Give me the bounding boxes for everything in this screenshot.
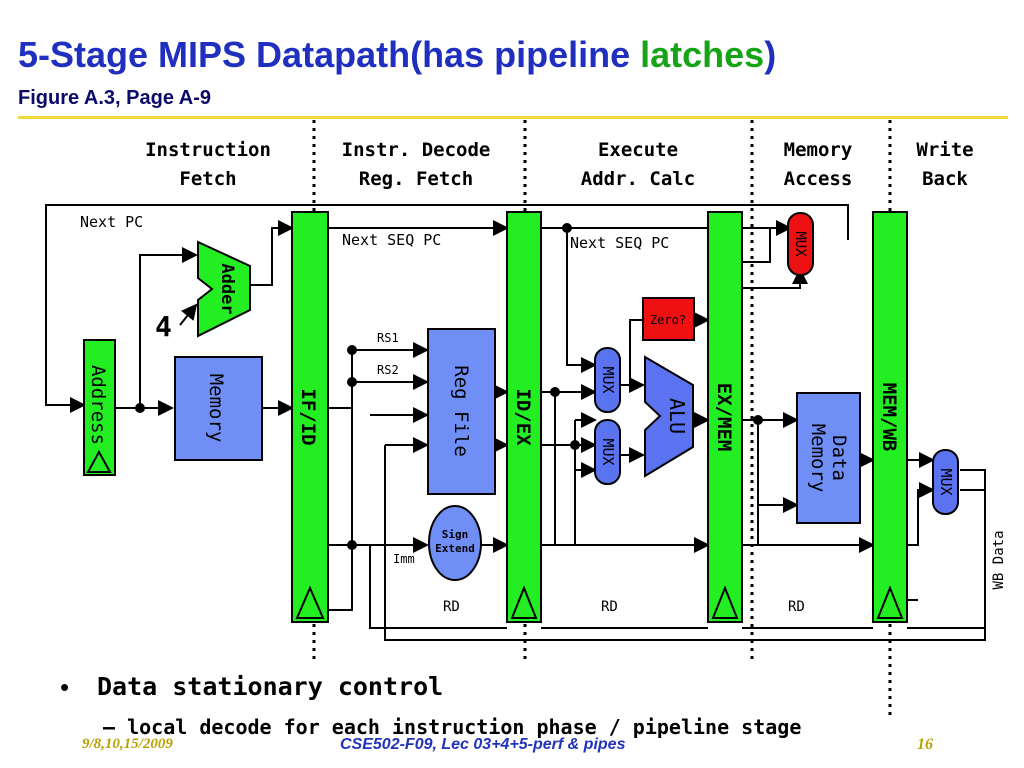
- label-next-seq-pc-2: Next SEQ PC: [570, 234, 669, 252]
- pc-mux-label: MUX: [792, 231, 808, 257]
- alu-mux-upper-label: MUX: [599, 366, 617, 393]
- stage-execute-line2: Addr. Calc: [581, 168, 695, 190]
- slide-title: 5-Stage MIPS Datapath(has pipeline latch…: [18, 34, 776, 76]
- adder: Adder: [197, 240, 251, 338]
- label-rd-3: RD: [788, 599, 805, 615]
- address-label: Address: [87, 365, 109, 445]
- stage-memory-line2: Access: [784, 168, 853, 190]
- wires: [45, 204, 986, 641]
- latch-ex-mem-label: EX/MEM: [713, 383, 735, 452]
- stage-fetch-line1: Instruction: [145, 139, 271, 161]
- label-rd-1: RD: [443, 599, 460, 615]
- writeback-mux-label: MUX: [937, 468, 955, 495]
- stage-decode-line2: Reg. Fetch: [359, 168, 473, 190]
- stage-execute-line1: Execute: [598, 139, 678, 161]
- pc-mux: MUX: [787, 212, 814, 276]
- wire-labels: Next PC Next SEQ PC Next SEQ PC RS1 RS2 …: [80, 213, 1007, 615]
- writeback-mux: MUX: [932, 449, 959, 515]
- latch-if-id: IF/ID: [291, 211, 329, 623]
- latch-if-id-label: IF/ID: [297, 388, 319, 445]
- label-imm: Imm: [393, 552, 415, 566]
- bullet-main: Data stationary control: [97, 672, 444, 701]
- stage-writeback-line2: Back: [922, 168, 968, 190]
- stage-memory-line1: Memory: [784, 139, 853, 161]
- data-memory-line2: Memory: [807, 424, 829, 493]
- latch-mem-wb: MEM/WB: [872, 211, 908, 623]
- label-rs2: RS2: [377, 363, 399, 377]
- footer-date: 9/8,10,15/2009: [82, 736, 173, 752]
- sign-extend-line2: Extend: [435, 542, 475, 555]
- label-next-pc: Next PC: [80, 213, 143, 231]
- bullet-sub: – local decode for each instruction phas…: [103, 715, 802, 739]
- label-wb-data: WB Data: [991, 530, 1007, 589]
- sign-extend-line1: Sign: [442, 528, 469, 541]
- constant-four: 4: [155, 310, 172, 343]
- slide-subtitle: Figure A.3, Page A-9: [18, 87, 212, 109]
- label-rd-2: RD: [601, 599, 618, 615]
- latch-mem-wb-label: MEM/WB: [878, 383, 900, 452]
- stage-writeback-line1: Write: [916, 139, 973, 161]
- instruction-memory: Memory: [174, 356, 263, 461]
- register-file-label: Reg File: [450, 365, 472, 457]
- data-memory: Data Memory: [796, 392, 861, 524]
- label-next-seq-pc-1: Next SEQ PC: [342, 231, 441, 249]
- zero-test: Zero?: [642, 297, 695, 341]
- footer-page-number: 16: [917, 736, 933, 753]
- address-block: Address: [83, 339, 116, 476]
- alu: ALU: [644, 355, 694, 478]
- alu-mux-lower: MUX: [594, 419, 621, 485]
- label-rs1: RS1: [377, 331, 399, 345]
- title-close: ): [764, 34, 777, 75]
- latch-ex-mem: EX/MEM: [707, 211, 743, 623]
- stage-decode-line1: Instr. Decode: [342, 139, 491, 161]
- alu-mux-lower-label: MUX: [599, 438, 617, 465]
- title-rule: [18, 116, 1008, 119]
- junction-dots: [135, 223, 763, 550]
- alu-mux-upper: MUX: [594, 347, 621, 413]
- register-file: Reg File: [427, 328, 496, 495]
- stage-headers: Instruction Fetch Instr. Decode Reg. Fet…: [145, 139, 974, 190]
- footer-course: CSE502-F09, Lec 03+4+5-perf & pipes: [340, 736, 626, 753]
- instruction-memory-label: Memory: [205, 374, 227, 443]
- data-memory-line1: Data: [828, 435, 850, 481]
- title-accent: latches: [640, 34, 765, 75]
- stage-fetch-line2: Fetch: [179, 168, 236, 190]
- latch-id-ex: ID/EX: [506, 211, 542, 623]
- latch-id-ex-label: ID/EX: [512, 388, 534, 446]
- adder-label: Adder: [217, 263, 237, 314]
- title-main: 5-Stage MIPS Datapath(has pipeline: [18, 34, 641, 75]
- alu-label: ALU: [665, 398, 689, 434]
- sign-extend: Sign Extend: [428, 505, 482, 581]
- zero-test-label: Zero?: [650, 313, 686, 327]
- bullet-marker: •: [60, 672, 70, 702]
